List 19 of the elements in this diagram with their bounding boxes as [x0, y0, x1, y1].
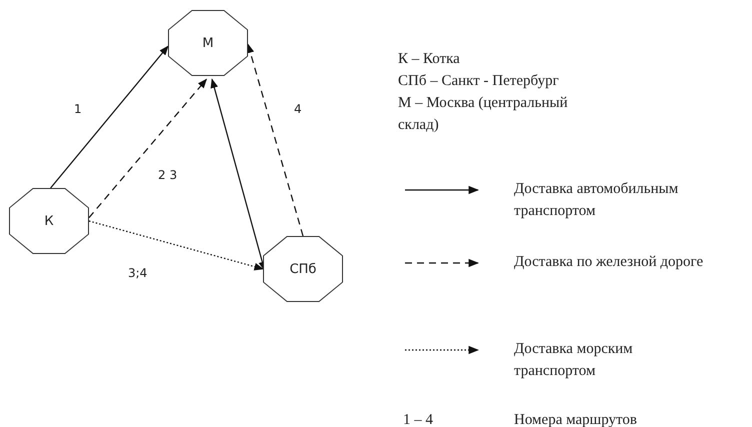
legend-text: Доставка морским транспортом: [514, 340, 634, 381]
note-text: СПб – Санкт - Петербург: [398, 72, 560, 91]
note-text: 1 – 4: [403, 411, 434, 427]
edge-label: 1: [72, 102, 84, 116]
node-label: СПб: [290, 262, 316, 276]
edge-label: 2 3: [156, 168, 180, 182]
edge-label: 4: [292, 102, 304, 116]
node-label: К: [44, 214, 54, 228]
note-text: М – Москва (центральный склад): [398, 94, 569, 135]
arrow: [88, 220, 264, 270]
note-text: К – Котка: [398, 50, 461, 69]
note-text: Номера маршрутов: [514, 411, 638, 427]
edge-label: 3;4: [126, 266, 150, 280]
legend-text: Доставка автомобильным транспортом: [514, 180, 680, 221]
arrow: [246, 43, 304, 236]
node-label: М: [202, 36, 214, 50]
legend-text: Доставка по железной дороге: [514, 253, 704, 272]
arrow: [88, 78, 208, 218]
arrow: [50, 46, 169, 188]
